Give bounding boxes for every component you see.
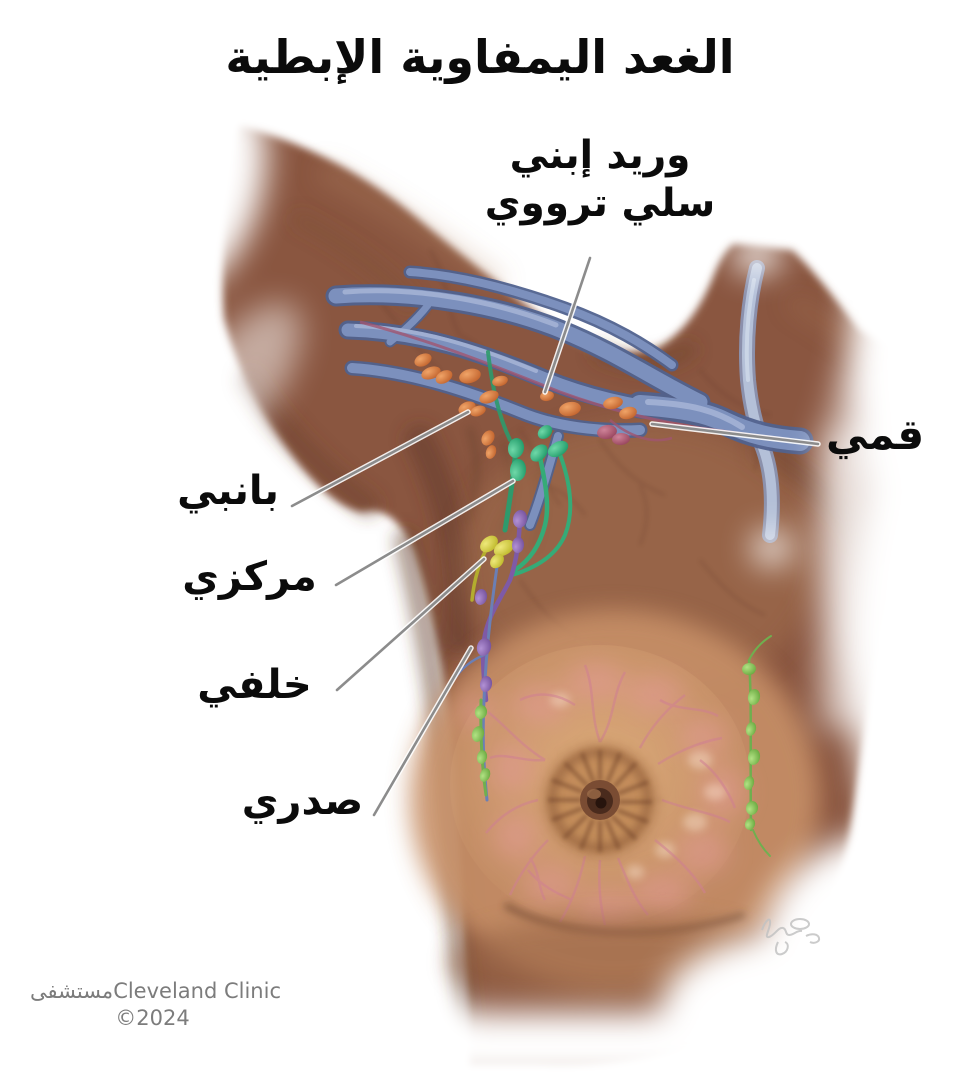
apical-lymph-nodes <box>597 424 630 446</box>
credit-year: ©2024 <box>115 1006 190 1031</box>
credit-org-en: Cleveland Clinic <box>113 979 281 1003</box>
breast-vein-network <box>485 664 737 926</box>
label-axillary-vein-line2: سلي ترووي <box>484 180 716 226</box>
nipple <box>580 780 620 820</box>
page-title: الغعد اليمفاوية الإبطية <box>225 30 735 84</box>
label-axillary-vein-line1: وريد إبني <box>509 133 691 178</box>
leader-central <box>334 479 515 587</box>
leader-posterior <box>335 557 486 692</box>
credit-hospital-ar: مستشفى <box>30 979 114 1003</box>
lateral-lymph-nodes <box>414 353 637 459</box>
credit-org-line: مستشفىCleveland Clinic <box>30 978 281 1005</box>
breast-chain-lymph-nodes <box>471 662 761 830</box>
central-lymph-nodes <box>507 425 569 481</box>
cephalic-vertical-vessel <box>739 260 780 543</box>
leader-pectoral <box>372 646 473 817</box>
label-central: مركزي <box>182 554 317 600</box>
areola <box>538 738 662 862</box>
leader-lateral <box>290 410 470 508</box>
leader-apical <box>650 422 820 446</box>
posterior-lymph-nodes <box>480 535 515 569</box>
edge-fade-fog <box>100 83 960 1072</box>
breast <box>410 610 820 1007</box>
label-posterior: خلفي <box>197 662 312 708</box>
leader-lines <box>289 255 821 818</box>
credit: مستشفىCleveland Clinic ©2024 <box>30 978 281 1033</box>
label-pectoral: صدري <box>241 778 364 824</box>
artist-signature <box>761 918 821 956</box>
label-apical: قمي <box>826 410 925 459</box>
pectoral-lymph-nodes <box>474 510 528 692</box>
label-lateral: بانبي <box>177 468 279 514</box>
label-axillary-vein: وريد إبني سلي ترووي <box>460 132 740 227</box>
leader-vein <box>543 256 592 394</box>
